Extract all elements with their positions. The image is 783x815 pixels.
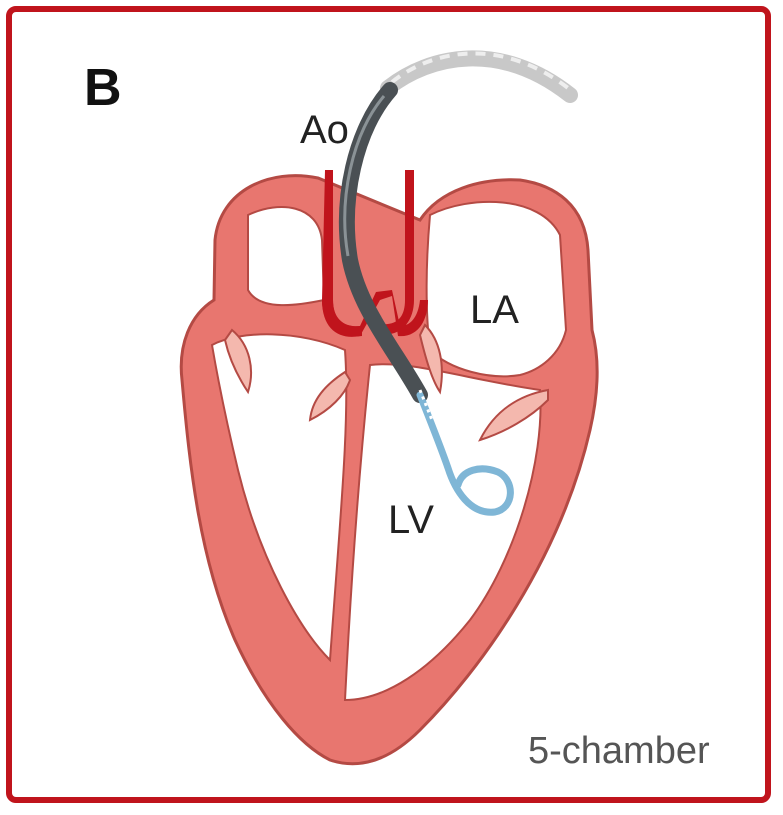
panel-letter: B — [84, 62, 122, 114]
aorta-label: Ao — [300, 110, 349, 150]
left-atrium-label: LA — [470, 290, 519, 330]
left-ventricle-label: LV — [388, 500, 434, 540]
view-label: 5-chamber — [528, 732, 710, 770]
catheter-sheath — [388, 58, 570, 95]
right-atrium-cavity — [248, 207, 324, 305]
